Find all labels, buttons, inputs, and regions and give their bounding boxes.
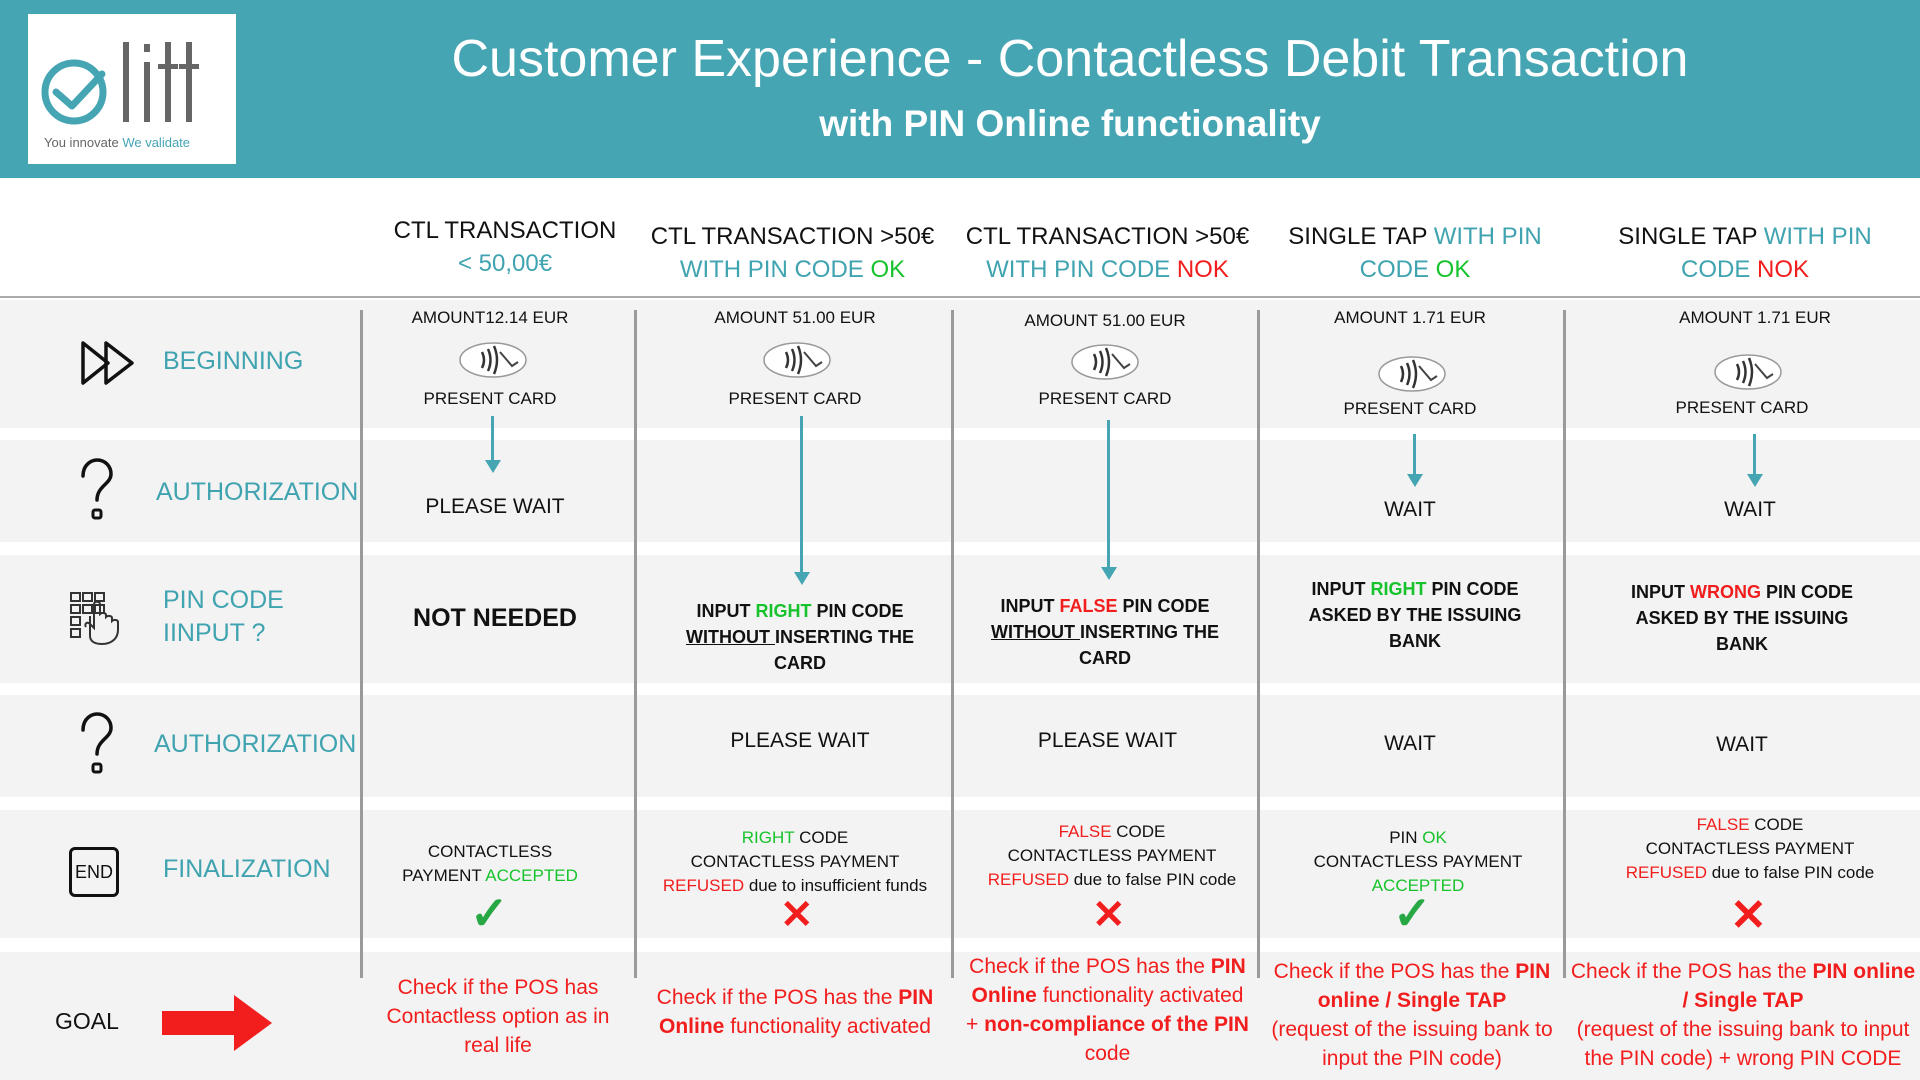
goal-text: Check if the POS has the PIN online / Si…: [1570, 960, 1916, 1070]
goal-text: Check if the POS has the PIN Online func…: [966, 955, 1249, 1065]
row-label-pin-input: PIN CODE IINPUT ?: [163, 586, 284, 647]
amount-text: AMOUNT12.14 EUR: [411, 308, 569, 327]
status-text: WAIT: [1384, 498, 1436, 521]
question-mark-icon: [81, 712, 113, 774]
contactless-card-icon: [1071, 344, 1139, 380]
row-band-authorization: [0, 440, 1920, 542]
contactless-card-icon: [1378, 356, 1446, 392]
row-label-authorization: AUTHORIZATION: [156, 478, 359, 506]
page-title: Customer Experience - Contactless Debit …: [451, 30, 1689, 88]
cross-icon: ✕: [1730, 891, 1767, 940]
flow-arrow-head: [1101, 567, 1117, 580]
present-card-text: PRESENT CARD: [1675, 398, 1809, 417]
column-header-1: CTL TRANSACTION < 50,00€: [393, 217, 617, 277]
flow-arrow-line: [1753, 434, 1756, 474]
final-result: FALSE CODE CONTACTLESS PAYMENT REFUSED d…: [987, 822, 1237, 889]
status-text: PLEASE WAIT: [425, 495, 565, 518]
flow-arrow-line: [1413, 434, 1416, 474]
elitt-logo-icon: [41, 42, 199, 125]
final-result: RIGHT CODE CONTACTLESS PAYMENT REFUSED d…: [662, 828, 928, 895]
flow-arrow-head: [1407, 474, 1423, 487]
header-divider: [0, 296, 1920, 298]
cross-icon: ✕: [780, 893, 814, 937]
status-text: WAIT: [1724, 498, 1776, 521]
row-band-finalization: [0, 810, 1920, 938]
logo: [28, 14, 236, 164]
check-icon: ✓: [1393, 887, 1432, 939]
end-icon: END: [69, 847, 119, 897]
pin-instruction: INPUT WRONG PIN CODE ASKED BY THE ISSUIN…: [1630, 582, 1854, 654]
not-needed-text: NOT NEEDED: [413, 604, 577, 632]
flow-arrow-head: [794, 572, 810, 585]
flow-arrow-head: [1747, 474, 1763, 487]
contactless-card-icon: [1714, 354, 1782, 390]
header-banner: [0, 0, 1920, 178]
question-mark-icon: [81, 458, 113, 520]
pin-instruction: INPUT RIGHT PIN CODE ASKED BY THE ISSUIN…: [1308, 579, 1522, 651]
row-label-finalization: FINALIZATION: [163, 855, 331, 883]
fast-forward-icon: [81, 341, 134, 385]
keypad-touch-icon: [70, 592, 119, 646]
column-separator: [1257, 310, 1260, 978]
amount-text: AMOUNT 1.71 EUR: [1334, 308, 1486, 327]
column-separator: [634, 310, 637, 978]
check-icon: ✓: [470, 887, 509, 939]
pin-instruction: INPUT RIGHT PIN CODE WITHOUT INSERTING T…: [686, 601, 914, 673]
goal-text: Check if the POS has Contactless option …: [386, 976, 610, 1057]
row-label-goal: GOAL: [55, 1008, 119, 1034]
flow-arrow-line: [491, 416, 494, 460]
present-card-text: PRESENT CARD: [423, 389, 557, 408]
column-header-3: CTL TRANSACTION >50€ WITH PIN CODE NOK: [965, 223, 1250, 283]
final-result: CONTACTLESS PAYMENT ACCEPTED: [402, 842, 578, 885]
row-band-goal: [0, 952, 1920, 1080]
status-text: PLEASE WAIT: [730, 729, 870, 752]
page-subtitle: with PIN Online functionality: [819, 103, 1321, 144]
logo-tagline: You innovate We validate: [44, 135, 191, 150]
row-label-authorization-2: AUTHORIZATION: [154, 730, 357, 758]
status-text: WAIT: [1716, 733, 1768, 756]
column-header-4: SINGLE TAP WITH PIN CODE OK: [1288, 223, 1542, 283]
column-separator: [1563, 310, 1566, 978]
row-band-authorization-2: [0, 695, 1920, 797]
present-card-text: PRESENT CARD: [1038, 389, 1172, 408]
amount-text: AMOUNT 1.71 EUR: [1679, 308, 1831, 327]
flow-arrow-line: [1107, 420, 1110, 567]
present-card-text: PRESENT CARD: [728, 389, 862, 408]
column-header-5: SINGLE TAP WITH PIN CODE NOK: [1618, 223, 1872, 283]
present-card-text: PRESENT CARD: [1343, 399, 1477, 418]
row-band-pin: [0, 555, 1920, 683]
final-result: PIN OK CONTACTLESS PAYMENT ACCEPTED: [1313, 828, 1523, 895]
status-text: WAIT: [1384, 732, 1436, 755]
column-separator: [951, 310, 954, 978]
flow-arrow-line: [800, 416, 803, 572]
cross-icon: ✕: [1092, 893, 1126, 937]
contactless-card-icon: [459, 342, 527, 378]
right-arrow-icon: [162, 995, 272, 1051]
column-separator: [360, 310, 363, 978]
pin-instruction: INPUT FALSE PIN CODE WITHOUT INSERTING T…: [991, 596, 1219, 668]
final-result: FALSE CODE CONTACTLESS PAYMENT REFUSED d…: [1625, 815, 1875, 882]
column-header-2: CTL TRANSACTION >50€ WITH PIN CODE OK: [650, 223, 935, 283]
amount-text: AMOUNT 51.00 EUR: [1024, 311, 1186, 330]
goal-text: Check if the POS has the PIN Online func…: [656, 986, 934, 1038]
flow-arrow-head: [485, 460, 501, 473]
amount-text: AMOUNT 51.00 EUR: [714, 308, 876, 327]
contactless-card-icon: [763, 342, 831, 378]
status-text: PLEASE WAIT: [1037, 729, 1178, 752]
row-label-beginning: BEGINNING: [163, 347, 304, 375]
goal-text: Check if the POS has the PIN online / Si…: [1271, 960, 1553, 1070]
row-band-beginning: [0, 300, 1920, 428]
